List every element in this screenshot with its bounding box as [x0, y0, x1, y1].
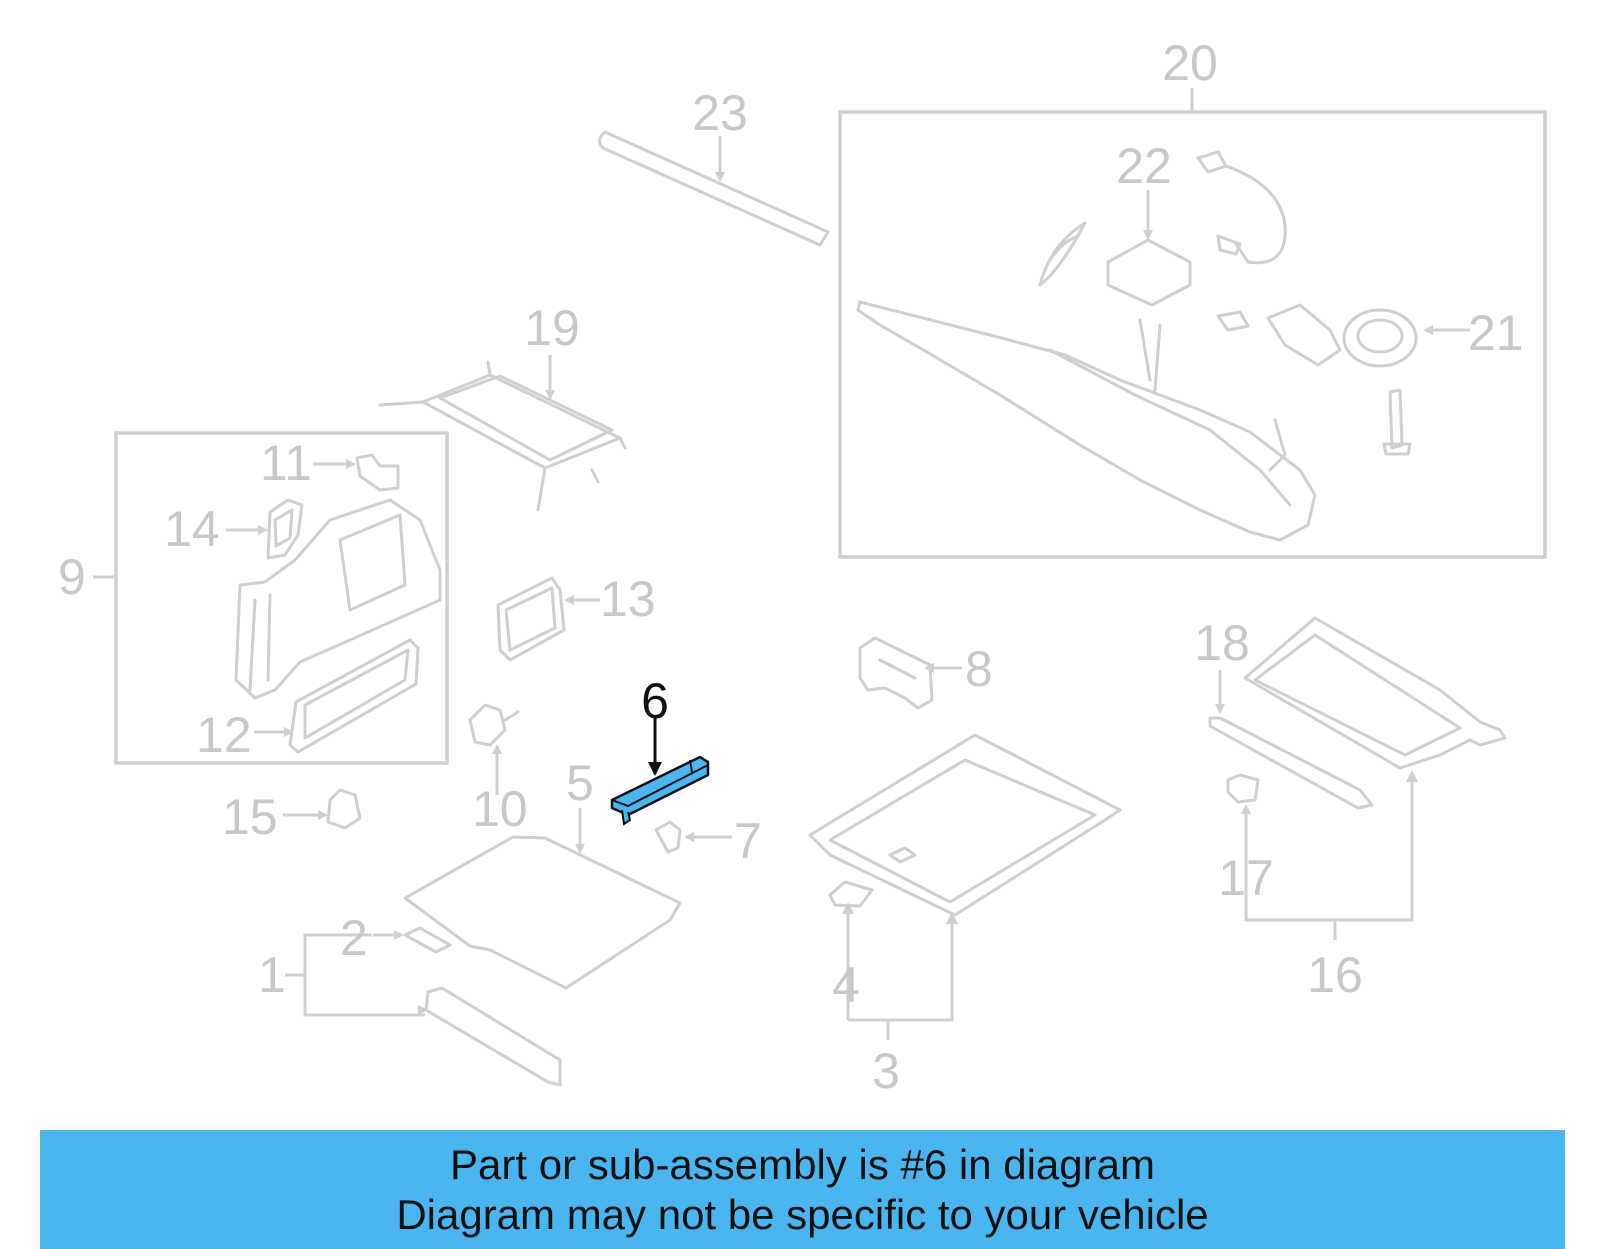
assembly-box-20: [838, 110, 1547, 559]
part-16-rear-sill: [1208, 616, 1507, 940]
callout-5: 5: [566, 755, 594, 811]
callout-17: 17: [1218, 850, 1274, 906]
callout-3: 3: [872, 1043, 900, 1099]
callout-20: 20: [1162, 35, 1218, 91]
callout-22: 22: [1116, 138, 1172, 194]
callout-16: 16: [1307, 947, 1363, 1003]
part-21-motor: [1216, 303, 1470, 456]
callout-4: 4: [832, 957, 860, 1013]
part-11-bracket: [313, 453, 400, 492]
callout-9: 9: [58, 549, 86, 605]
part-13-panel: [496, 576, 600, 662]
part-8-bracket: [858, 636, 962, 710]
callout-18: 18: [1194, 615, 1250, 671]
part-1-sill-strip: [285, 933, 562, 1087]
part-22-module: [1106, 190, 1192, 307]
callout-11: 11: [260, 435, 312, 491]
part-2-clip: [373, 926, 452, 954]
callout-21: 21: [1468, 305, 1524, 361]
callout-12: 12: [196, 707, 252, 763]
part-4-plug: [828, 880, 874, 908]
callout-7: 7: [734, 813, 762, 869]
part-3-floor-mat: [808, 733, 1122, 1040]
part-19-cargo-cover: [378, 355, 627, 512]
part-9-quarter-trim: [234, 498, 442, 700]
banner-line-disclaimer: Diagram may not be specific to your vehi…: [396, 1191, 1209, 1238]
callout-6: 6: [641, 673, 669, 729]
part-6-highlighted: [610, 718, 710, 826]
callout-8: 8: [965, 641, 993, 697]
clip-ring: [1038, 221, 1087, 287]
part-14-cover: [226, 498, 304, 560]
callout-14: 14: [164, 501, 220, 557]
part-7-pin: [654, 820, 732, 854]
banner-line-part: Part or sub-assembly is #6 in diagram: [450, 1141, 1155, 1188]
part-20-headliner-trim: [856, 300, 1317, 542]
callout-13: 13: [600, 571, 656, 627]
callout-2: 2: [340, 910, 368, 966]
callout-1: 1: [258, 947, 286, 1003]
part-23-strip: [598, 130, 830, 247]
callout-10: 10: [472, 781, 528, 837]
callout-23: 23: [692, 85, 748, 141]
part-12-side-panel: [254, 638, 420, 754]
assembly-box-9: [114, 431, 449, 765]
part-5-floor-board: [403, 808, 682, 990]
callout-19: 19: [524, 300, 580, 356]
wire-harness: [1196, 150, 1287, 265]
part-15-cap: [283, 788, 362, 830]
info-banner: Part or sub-assembly is #6 in diagram Di…: [40, 1130, 1565, 1249]
callout-15: 15: [222, 789, 278, 845]
part-10-clip: [468, 703, 520, 795]
